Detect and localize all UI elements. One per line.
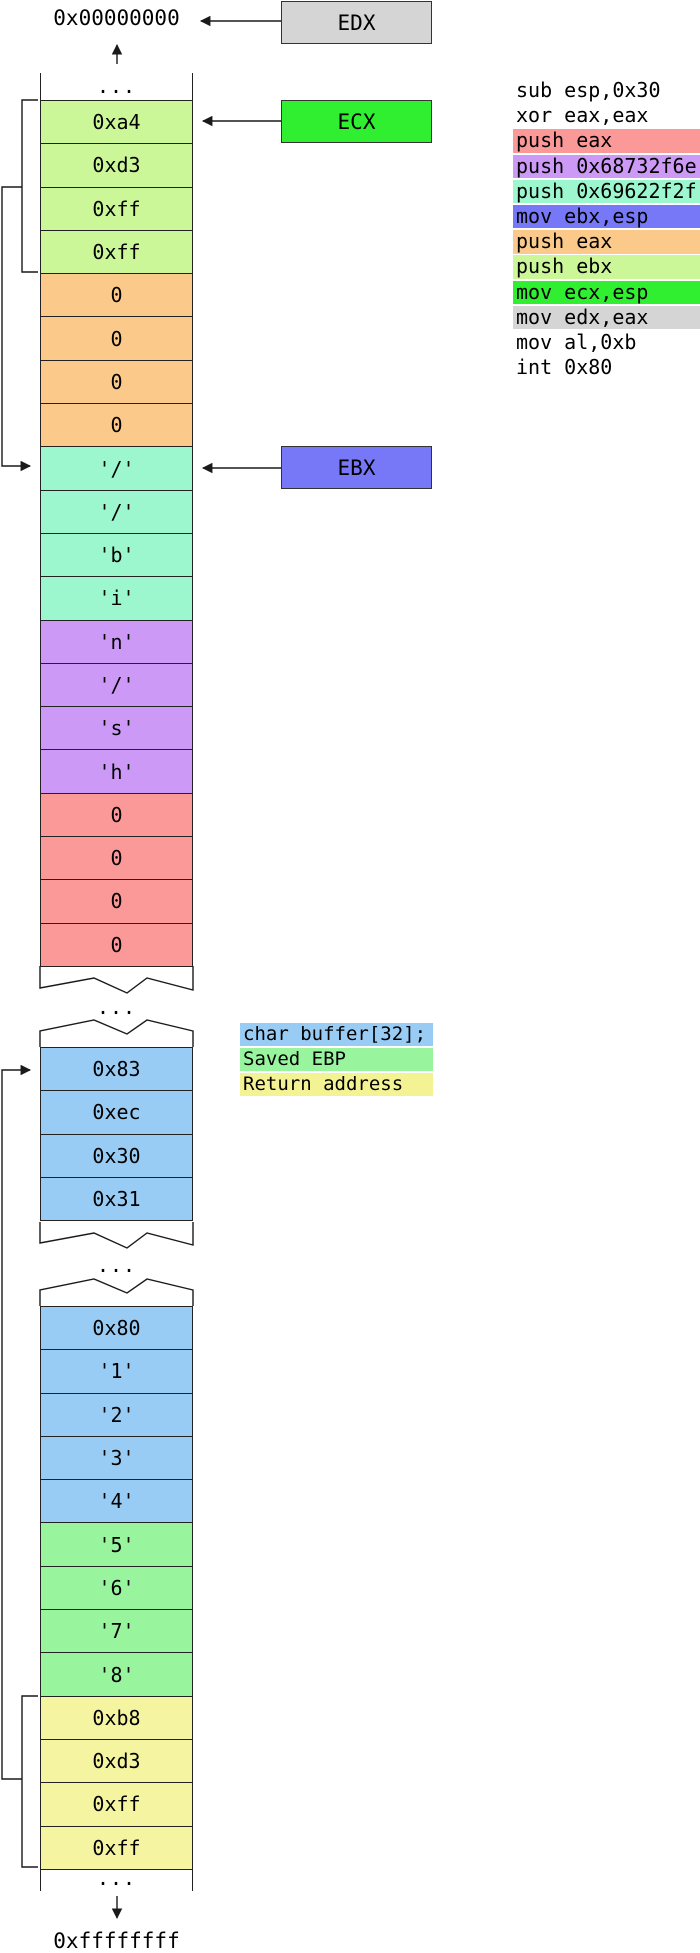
stack-ellipsis: ... — [40, 73, 193, 100]
stack-cell: 'i' — [40, 576, 193, 621]
stack-cell: '3' — [40, 1435, 193, 1481]
assembly-listing: sub esp,0x30 xor eax,eax push eax push 0… — [513, 78, 700, 381]
address-bytes-bracket-top — [21, 99, 38, 273]
asm-instruction: sub esp,0x30 — [516, 78, 661, 102]
torn-edge-3 — [39, 1222, 194, 1249]
frame-legend: char buffer[32]; Saved EBP Return addres… — [240, 1023, 433, 1098]
stack-cell: 0xff — [40, 186, 193, 231]
legend-return-address: Return address — [240, 1073, 433, 1096]
register-ebx: EBX — [281, 446, 432, 489]
stack-cell: 0xff — [40, 1825, 193, 1870]
stack-cell: 0x83 — [40, 1047, 193, 1092]
asm-instruction: mov ebx,esp — [513, 204, 700, 229]
torn-edge-4 — [39, 1278, 194, 1306]
stack-cell: 0 — [40, 836, 193, 881]
legend-saved-ebp: Saved EBP — [240, 1048, 433, 1071]
register-ecx: ECX — [281, 100, 432, 143]
binsh-address-pointer-line — [1, 186, 32, 472]
stack-cell: '7' — [40, 1609, 193, 1654]
stack-cell: 'h' — [40, 749, 193, 794]
return-address-bracket-bottom — [21, 1695, 38, 1868]
stack-cell: 0 — [40, 792, 193, 838]
stack-cell: 0 — [40, 359, 193, 405]
stack-cell: 'b' — [40, 532, 193, 578]
stack-cell: '5' — [40, 1522, 193, 1567]
stack-cell: '2' — [40, 1392, 193, 1437]
asm-instruction: push 0x69622f2f — [513, 179, 700, 204]
stack-cell: 0 — [40, 922, 193, 967]
stack-cell: 0xff — [40, 1782, 193, 1827]
stack-cell: 's' — [40, 706, 193, 751]
stack-segment-upper: ... 0xa4 0xd3 0xff 0xff 0 0 0 0 '/' '/' … — [40, 73, 193, 967]
torn-edge-2 — [39, 1019, 194, 1047]
asm-instruction: push 0x68732f6e — [513, 154, 700, 178]
stack-cell: '1' — [40, 1349, 193, 1394]
asm-instruction: push eax — [513, 229, 700, 254]
stack-cell: '/' — [40, 662, 193, 708]
stack-cell: 0xb8 — [40, 1695, 193, 1740]
stack-cell: 0xec — [40, 1090, 193, 1135]
stack-cell: '4' — [40, 1479, 193, 1524]
register-edx: EDX — [281, 1, 432, 44]
stack-cell: 0xd3 — [40, 143, 193, 188]
stack-cell: 0xff — [40, 229, 193, 275]
stack-segment-middle: 0x83 0xec 0x30 0x31 — [40, 1047, 193, 1222]
stack-cell: 0 — [40, 316, 193, 361]
bottom-memory-address: 0xffffffff — [53, 1929, 180, 1953]
stack-segment-lower: 0x80 '1' '2' '3' '4' '5' '6' '7' '8' 0xb… — [40, 1306, 193, 1891]
stack-cell: 0 — [40, 403, 193, 448]
asm-instruction: mov ecx,esp — [513, 280, 700, 304]
stack-cell: '6' — [40, 1565, 193, 1611]
stack-gap-ellipsis: ... — [96, 1253, 137, 1277]
asm-instruction: xor eax,eax — [516, 103, 649, 128]
stack-gap-ellipsis: ... — [96, 995, 137, 1019]
asm-instruction: push ebx — [513, 254, 700, 279]
stack-ellipsis: ... — [40, 1868, 193, 1891]
stack-cell: 0 — [40, 273, 193, 318]
torn-edge-1 — [39, 966, 194, 994]
asm-instruction: int 0x80 — [516, 355, 613, 380]
stack-cell: 0xd3 — [40, 1738, 193, 1784]
return-address-pointer-line — [1, 1064, 32, 1780]
stack-cell: 0xa4 — [40, 100, 193, 145]
asm-instruction: mov al,0xb — [516, 329, 637, 354]
stack-cell: 'n' — [40, 619, 193, 664]
stack-cell: 0x30 — [40, 1133, 193, 1178]
stack-cell: '/' — [40, 446, 193, 491]
legend-buffer: char buffer[32]; — [240, 1023, 433, 1046]
top-memory-address: 0x00000000 — [53, 6, 180, 30]
stack-cell: 0x80 — [40, 1306, 193, 1351]
stack-cell: '8' — [40, 1652, 193, 1697]
stack-cell: '/' — [40, 489, 193, 534]
asm-instruction: push eax — [513, 128, 700, 153]
asm-instruction: mov edx,eax — [513, 305, 700, 330]
stack-cell: 0 — [40, 879, 193, 924]
stack-cell: 0x31 — [40, 1176, 193, 1222]
